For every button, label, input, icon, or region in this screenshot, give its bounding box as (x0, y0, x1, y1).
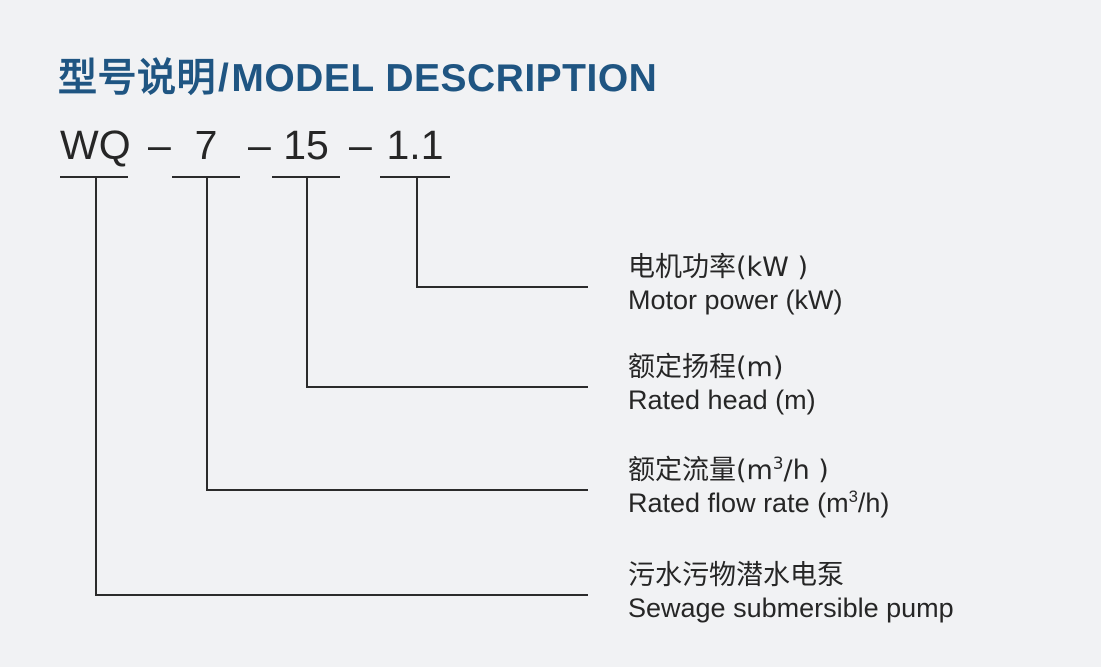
leader-sewage-pump (94, 177, 588, 597)
callout-rated-flow-cn-post: /h ) (783, 455, 829, 486)
callout-rated-head-cn: 额定扬程(m) (628, 352, 784, 383)
callout-rated-head-en: Rated head (m) (628, 385, 816, 415)
callout-motor-power: 电机功率(kW ) Motor power (kW) (628, 251, 843, 317)
callout-motor-power-cn: 电机功率(kW ) (628, 252, 808, 283)
model-dash-3: – (349, 122, 372, 168)
callout-rated-flow-en-sup: 3 (848, 487, 858, 506)
callout-sewage-pump-cn: 污水污物潜水电泵 (628, 560, 844, 591)
callout-rated-flow-cn-sup: 3 (772, 453, 784, 473)
model-segment-flow: 7 (194, 122, 218, 168)
callout-rated-flow: 额定流量(m3/h ) Rated flow rate (m3/h) (628, 454, 889, 520)
page-title-en: MODEL DESCRIPTION (231, 57, 658, 100)
model-segment-wq: WQ (60, 122, 131, 168)
page-title-separator: / (218, 57, 230, 100)
callout-rated-flow-cn: 额定流量(m3/h ) (628, 454, 889, 487)
leader-motor-power (415, 177, 588, 289)
page-title-cn: 型号说明 (58, 56, 217, 101)
callout-rated-flow-en-pre: Rated flow rate (m (628, 488, 849, 518)
callout-sewage-pump-en: Sewage submersible pump (628, 593, 954, 623)
callout-rated-flow-cn-pre: 额定流量(m (628, 455, 773, 486)
model-segment-power: 1.1 (386, 122, 444, 168)
callout-rated-flow-en-post: /h) (857, 488, 890, 518)
callout-rated-flow-en: Rated flow rate (m3/h) (628, 487, 889, 520)
leader-rated-flow (205, 177, 588, 492)
model-segment-head: 15 (283, 122, 329, 168)
callout-sewage-pump: 污水污物潜水电泵 Sewage submersible pump (628, 559, 954, 625)
model-dash-1: – (148, 122, 171, 168)
callout-motor-power-en: Motor power (kW) (628, 285, 843, 315)
callout-rated-head: 额定扬程(m) Rated head (m) (628, 351, 816, 417)
model-dash-2: – (248, 122, 271, 168)
page-title: 型号说明/MODEL DESCRIPTION (58, 47, 657, 103)
leader-rated-head (305, 177, 588, 389)
